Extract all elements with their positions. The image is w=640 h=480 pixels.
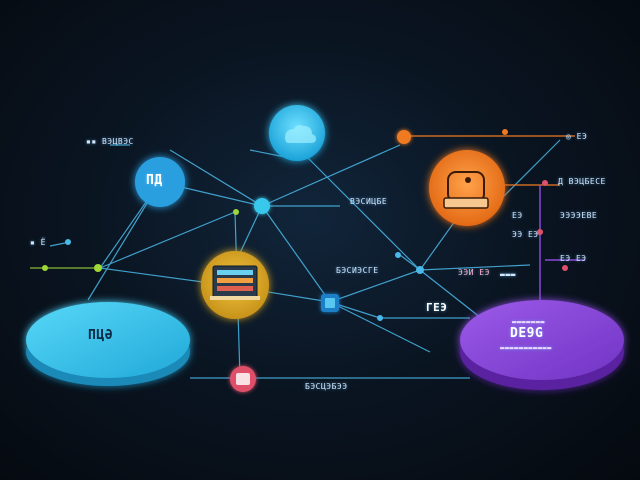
label-bottom-center: БЭСЦЭБЭЭ — [305, 382, 348, 391]
left-platform[interactable] — [26, 302, 190, 386]
device-node[interactable] — [429, 150, 505, 226]
left-circle-label: ПД — [146, 173, 163, 188]
device-icon — [443, 171, 489, 209]
junction-4 — [502, 129, 508, 135]
right-platform-sub1: ▬▬▬▬▬▬▬ — [512, 318, 546, 326]
cube-node[interactable] — [321, 294, 339, 312]
connection-lines — [30, 139, 561, 381]
junction-green — [94, 264, 102, 272]
label-right-top1: ◎ ЕЭ — [566, 132, 588, 141]
junction-9 — [42, 265, 48, 271]
orange-small-node[interactable] — [397, 130, 411, 144]
hub-node[interactable] — [254, 198, 270, 214]
chip-node[interactable] — [230, 366, 256, 392]
junction-10 — [233, 209, 239, 215]
label-mid-small: ГЕЭ — [426, 301, 448, 314]
junction-8 — [65, 239, 71, 245]
junction-3 — [377, 315, 383, 321]
label-center-right2: ЭЭИ ЕЭ — [458, 268, 490, 277]
chip-icon — [236, 373, 250, 385]
purple-lines — [539, 185, 585, 300]
junction-5 — [542, 180, 548, 186]
label-right-mid2: ЭЭЭЭЕВЕ — [560, 211, 598, 220]
orange-lines — [405, 135, 575, 186]
junction-2 — [395, 252, 401, 258]
label-center-right: БЭСИЭСГЕ — [336, 266, 379, 275]
label-left-mid: ▪ Ё — [30, 238, 46, 247]
label-right-mid1: ЕЭ — [512, 211, 523, 220]
junction-7 — [562, 265, 568, 271]
junction-6 — [537, 229, 543, 235]
label-right-low: ЕЭ ЕЭ — [560, 254, 587, 263]
right-platform-label: DE9G — [510, 326, 544, 341]
document-node[interactable] — [135, 157, 185, 207]
server-icon — [210, 265, 260, 300]
label-mid-top: ВЭСИЦБЕ — [350, 197, 388, 206]
right-platform-sub2: ▬▬▬▬▬▬▬▬▬▬▬ — [500, 344, 552, 352]
label-center-right3: ▬▬▬ — [500, 270, 516, 279]
cloud-icon — [285, 125, 316, 143]
right-platform[interactable] — [460, 300, 624, 390]
junction-1 — [416, 266, 424, 274]
cloud-node[interactable] — [269, 105, 325, 161]
label-top-left: ▪▪ ВЭЦВЭС — [86, 137, 134, 146]
left-platform-label: ПЦӘ — [88, 328, 113, 343]
label-right-top2: Д ВЭЦБЕСЕ — [558, 177, 606, 186]
label-right-mid3: ЭЭ ЕЭ — [512, 230, 539, 239]
